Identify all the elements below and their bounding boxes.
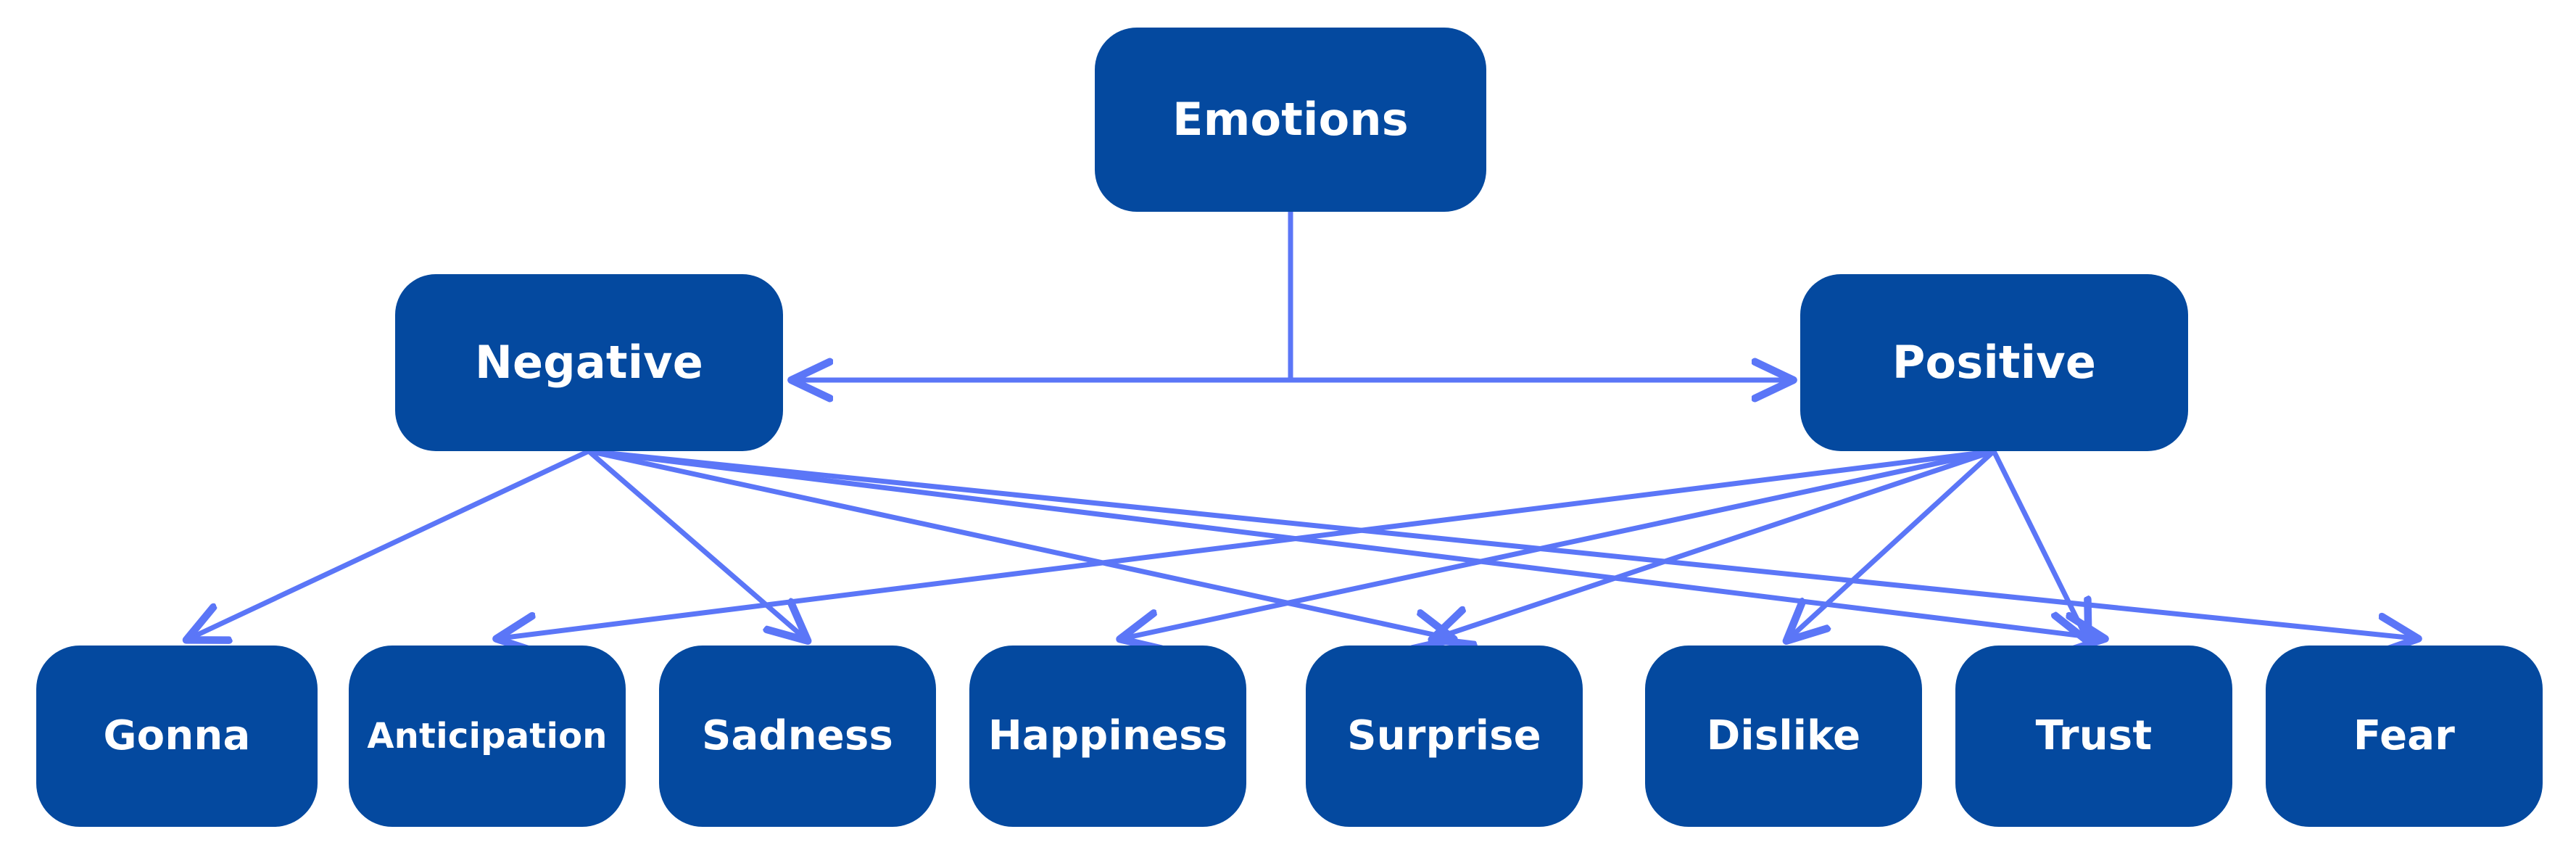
node-gonna-label: Gonna (103, 712, 251, 759)
node-sadness[interactable]: Sadness (659, 646, 936, 827)
node-sadness-label: Sadness (701, 712, 894, 759)
edges-from-positive (500, 448, 2087, 638)
node-emotions[interactable]: Emotions (1095, 28, 1486, 212)
node-dislike-label: Dislike (1706, 712, 1861, 759)
node-negative-label: Negative (474, 336, 704, 389)
edge-positive-surprise (1436, 448, 1995, 638)
node-happiness[interactable]: Happiness (969, 646, 1246, 827)
node-anticipation-label: Anticipation (367, 715, 608, 756)
node-trust-label: Trust (2035, 712, 2153, 759)
node-positive-label: Positive (1892, 336, 2097, 389)
edge-negative-gonna (190, 448, 590, 638)
edge-negative-sadness (587, 449, 805, 638)
node-surprise[interactable]: Surprise (1306, 646, 1583, 827)
edge-negative-trust (588, 448, 2101, 638)
node-dislike[interactable]: Dislike (1645, 646, 1922, 827)
node-anticipation[interactable]: Anticipation (349, 646, 626, 827)
node-fear[interactable]: Fear (2266, 646, 2543, 827)
node-surprise-label: Surprise (1347, 712, 1541, 759)
edge-positive-anticipation (500, 448, 1995, 638)
edge-positive-happiness (1124, 448, 1995, 638)
node-emotions-label: Emotions (1172, 93, 1409, 147)
edge-positive-dislike (1789, 449, 1996, 638)
node-trust[interactable]: Trust (1955, 646, 2232, 827)
edge-positive-trust (1991, 450, 2087, 638)
node-happiness-label: Happiness (987, 712, 1228, 759)
node-positive[interactable]: Positive (1800, 274, 2188, 451)
edge-negative-surprise (588, 448, 1450, 638)
edge-emotions-split (795, 212, 1789, 380)
node-negative[interactable]: Negative (395, 274, 783, 451)
edge-negative-fear (588, 448, 2414, 638)
edges-from-negative (190, 448, 2414, 638)
node-fear-label: Fear (2353, 712, 2456, 759)
node-gonna[interactable]: Gonna (36, 646, 318, 827)
